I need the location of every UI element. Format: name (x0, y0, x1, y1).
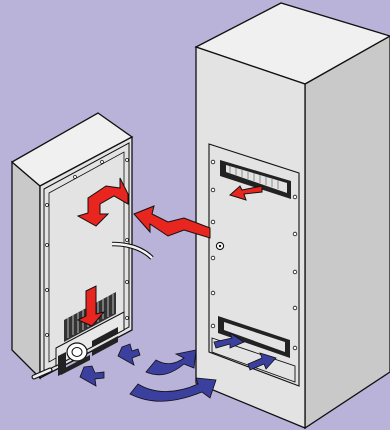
enclosure-cabinet (196, 3, 390, 428)
cabinet-front-face (196, 47, 305, 428)
cool-air-arrow-3 (146, 350, 196, 375)
cooling-unit (12, 113, 152, 378)
cool-air-arrow-1 (118, 344, 140, 365)
cabinet-side-face (305, 36, 390, 428)
cool-air-arrow-2 (80, 366, 104, 386)
cool-air-arrow-4 (130, 378, 216, 401)
unit-side-face (12, 162, 40, 378)
cabinet-knob (216, 242, 223, 249)
